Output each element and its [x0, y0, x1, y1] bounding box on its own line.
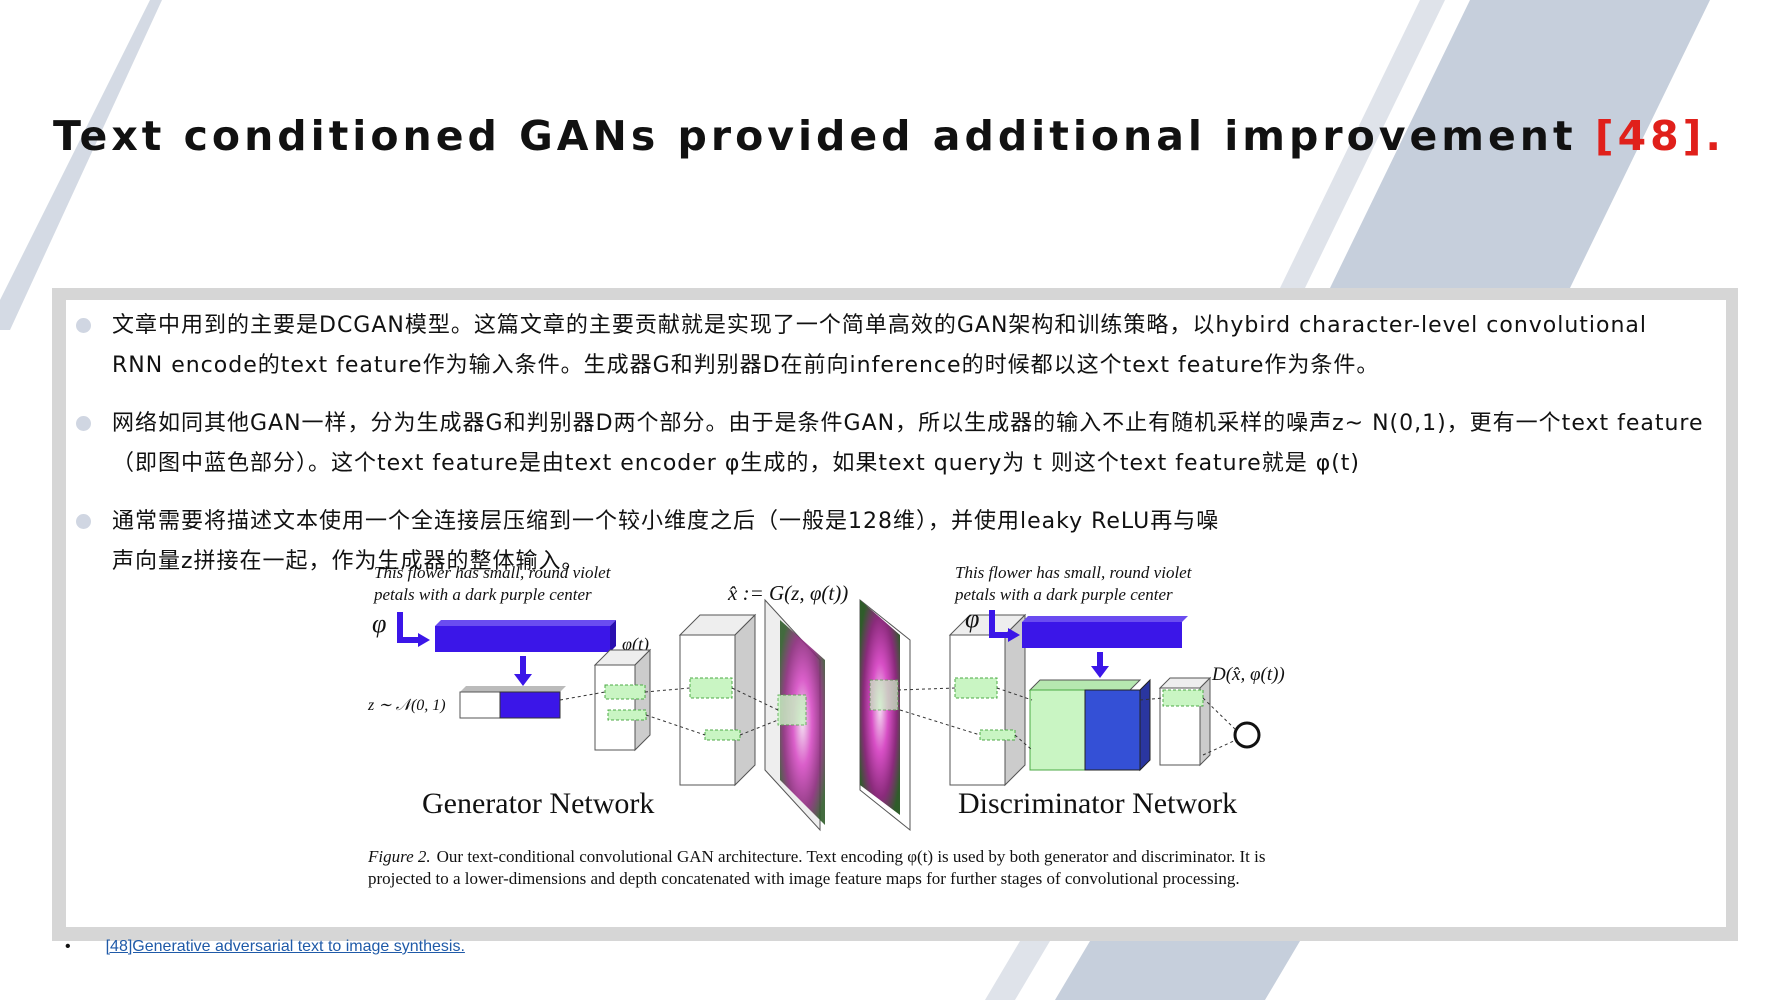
disc-caption-line1: This flower has small, round violet	[955, 563, 1193, 582]
z-label: z ∼ 𝒩(0, 1)	[367, 697, 446, 714]
bullet-dot-icon	[76, 318, 91, 333]
gen-conv-block-2	[678, 613, 757, 787]
disc-text-feature-block	[1022, 622, 1182, 648]
disc-output-label: D(x̂, φ(t))	[1211, 664, 1285, 685]
down-arrow-icon	[514, 674, 532, 686]
bullet-text: 网络如同其他GAN一样，分为生成器G和判别器D两个部分。由于是条件GAN，所以生…	[112, 411, 1704, 476]
right-dark-stripe	[1330, 0, 1710, 288]
disc-final-block	[1158, 676, 1212, 767]
bullet-item: 文章中用到的主要是DCGAN模型。这篇文章的主要贡献就是实现了一个简单高效的GA…	[76, 306, 1706, 386]
gen-caption-line2: petals with a dark purple center	[373, 585, 592, 604]
noise-block	[459, 691, 501, 719]
figure-caption-prefix: Figure 2.	[367, 847, 431, 866]
phi-symbol: φ	[372, 609, 386, 638]
bullet-list: 文章中用到的主要是DCGAN模型。这篇文章的主要贡献就是实现了一个简单高效的GA…	[76, 306, 1706, 600]
content-panel	[66, 300, 1726, 927]
footnote: • [48]Generative adversarial text to imag…	[65, 938, 465, 956]
reference-link[interactable]: [48]Generative adversarial text to image…	[105, 938, 465, 955]
title-period: .	[1705, 112, 1725, 160]
gen-output-label: x̂ := G(z, φ(t))	[727, 581, 848, 605]
disc-conv-block-1	[948, 613, 1027, 787]
bottom-dark-stripe	[1055, 941, 1300, 1000]
slide-title: Text conditioned GANs provided additiona…	[0, 112, 1778, 160]
figure-caption-line2: projected to a lower-dimensions and dept…	[368, 869, 1240, 888]
bottom-light-stripe	[985, 941, 1050, 1000]
right-light-stripe	[1280, 0, 1445, 288]
bullet-dot-icon	[76, 416, 91, 431]
disc-down-arrow-icon	[1091, 666, 1109, 678]
phi-arrow-icon	[397, 612, 418, 643]
generator-network-label: Generator Network	[422, 787, 654, 820]
concat-feature-block	[499, 691, 561, 719]
output-node-icon	[1233, 721, 1261, 749]
disc-phi-symbol: φ	[965, 604, 979, 633]
disc-caption-line2: petals with a dark purple center	[954, 585, 1173, 604]
gan-architecture-figure: This flower has small, round violet peta…	[367, 563, 1285, 888]
bullet-text: 文章中用到的主要是DCGAN模型。这篇文章的主要贡献就是实现了一个简单高效的GA…	[112, 313, 1648, 378]
bullet-item: 网络如同其他GAN一样，分为生成器G和判别器D两个部分。由于是条件GAN，所以生…	[76, 404, 1706, 484]
discriminator-network-label: Discriminator Network	[958, 787, 1237, 820]
title-reference: [48]	[1594, 112, 1706, 160]
generated-image	[764, 598, 825, 832]
bullet-text: 通常需要将描述文本使用一个全连接层压缩到一个较小维度之后（一般是128维），并使…	[112, 509, 1220, 574]
gen-conv-block-1	[593, 648, 652, 752]
gen-caption-line1: This flower has small, round violet	[374, 563, 612, 582]
disc-concat-block	[1028, 678, 1151, 772]
disc-phi-arrow-icon	[989, 610, 1008, 638]
text-feature-block	[435, 626, 610, 652]
footnote-bullet: •	[65, 938, 71, 955]
bullet-dot-icon	[76, 514, 91, 529]
title-text: Text conditioned GANs provided additiona…	[52, 112, 1577, 160]
figure-caption-line1: Figure 2. Our text-conditional convolutio…	[367, 847, 1265, 866]
figure-caption-text1: Our text-conditional convolutional GAN a…	[437, 847, 1266, 866]
bullet-item: 通常需要将描述文本使用一个全连接层压缩到一个较小维度之后（一般是128维），并使…	[76, 502, 1242, 582]
discriminator-input-image	[859, 598, 911, 832]
left-thin-stripe	[0, 0, 162, 330]
